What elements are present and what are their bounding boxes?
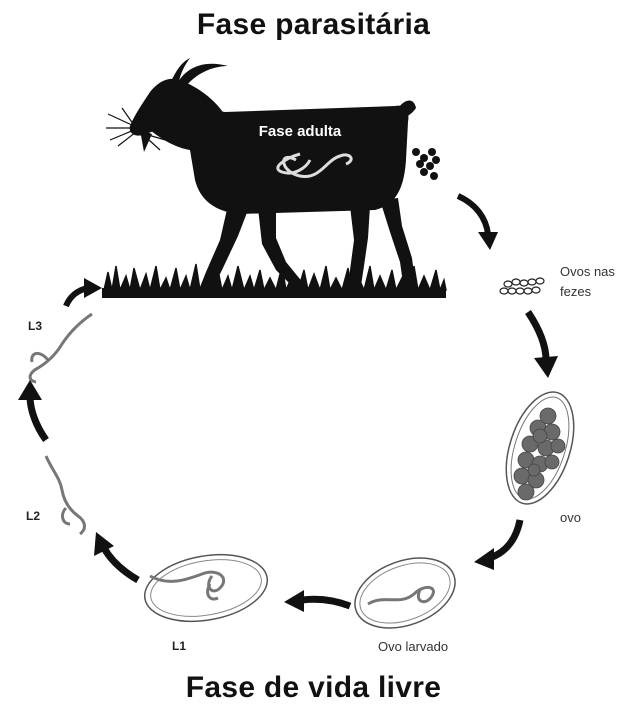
title-free-living-phase: Fase de vida livre xyxy=(0,671,627,705)
curved-arrow-icon xyxy=(284,590,350,612)
label-l2: L2 xyxy=(26,509,40,523)
curved-arrow-icon xyxy=(66,278,102,306)
cycle-arrows xyxy=(18,196,558,612)
grass-icon xyxy=(102,264,446,298)
label-eggs-in-feces-2: fezes xyxy=(560,284,592,299)
larvated-egg-icon xyxy=(345,545,465,641)
curved-arrow-icon xyxy=(474,520,520,570)
l2-larva-icon xyxy=(46,456,84,534)
goat-silhouette-icon xyxy=(106,58,416,294)
label-l1: L1 xyxy=(172,639,186,653)
label-larvated-egg: Ovo larvado xyxy=(378,639,448,654)
egg-icon xyxy=(494,384,587,513)
l1-larva-icon xyxy=(139,546,272,631)
curved-arrow-icon xyxy=(528,312,558,378)
curved-arrow-icon xyxy=(94,532,138,580)
label-egg: ovo xyxy=(560,510,581,525)
egg-cluster-icon xyxy=(500,278,544,294)
label-eggs-in-feces-1: Ovos nas xyxy=(560,264,615,279)
curved-arrow-icon xyxy=(458,196,498,250)
label-l3: L3 xyxy=(28,319,42,333)
label-adult-phase: Fase adulta xyxy=(259,123,342,140)
curved-arrow-icon xyxy=(18,380,46,440)
falling-eggs-icon xyxy=(412,148,440,180)
